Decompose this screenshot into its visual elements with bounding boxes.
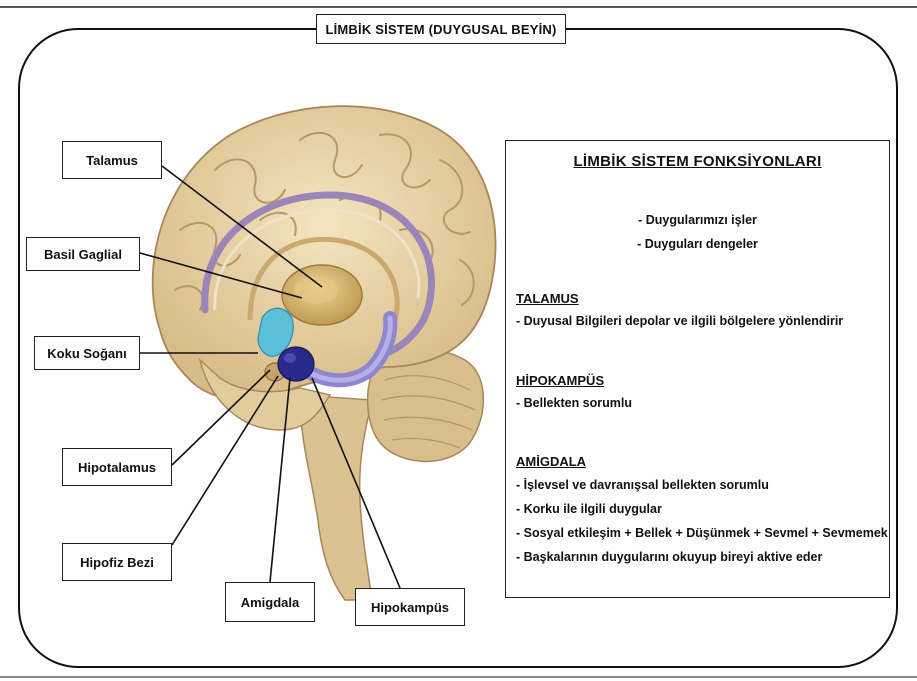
section-item: - Bellekten sorumlu [516,396,632,410]
section-item: - İşlevsel ve davranışsal bellekten soru… [516,478,769,492]
brainstem-shape [300,395,372,600]
section-item: - Korku ile ilgili duygular [516,502,662,516]
section-item: - Sosyal etkileşim + Bellek + Düşünmek +… [516,526,888,540]
label-koku-sogani: Koku Soğanı [34,336,140,370]
intro-item: - Duyguları dengeler [506,237,889,251]
label-talamus: Talamus [62,141,162,179]
label-basil-gaglial: Basil Gaglial [26,237,140,271]
diagram-title: LİMBİK SİSTEM (DUYGUSAL BEYİN) [316,14,566,44]
section-heading-hipokampus: HİPOKAMPÜS [516,373,604,388]
label-hipotalamus: Hipotalamus [62,448,172,486]
amygdala-shape [278,347,314,381]
section-heading-amigdala: AMİGDALA [516,454,586,469]
section-item: - Başkalarının duygularını okuyup bireyi… [516,550,822,564]
label-amigdala: Amigdala [225,582,315,622]
intro-item: - Duygularımızı işler [506,213,889,227]
section-heading-talamus: TALAMUS [516,291,579,306]
label-hipokampus: Hipokampüs [355,588,465,626]
panel-title: LİMBİK SİSTEM FONKSİYONLARI [506,153,889,170]
section-item: - Duyusal Bilgileri depolar ve ilgili bö… [516,314,843,328]
functions-panel: LİMBİK SİSTEM FONKSİYONLARI - Duygularım… [505,140,890,598]
bottom-rule [0,676,917,678]
label-hipofiz-bezi: Hipofiz Bezi [62,543,172,581]
